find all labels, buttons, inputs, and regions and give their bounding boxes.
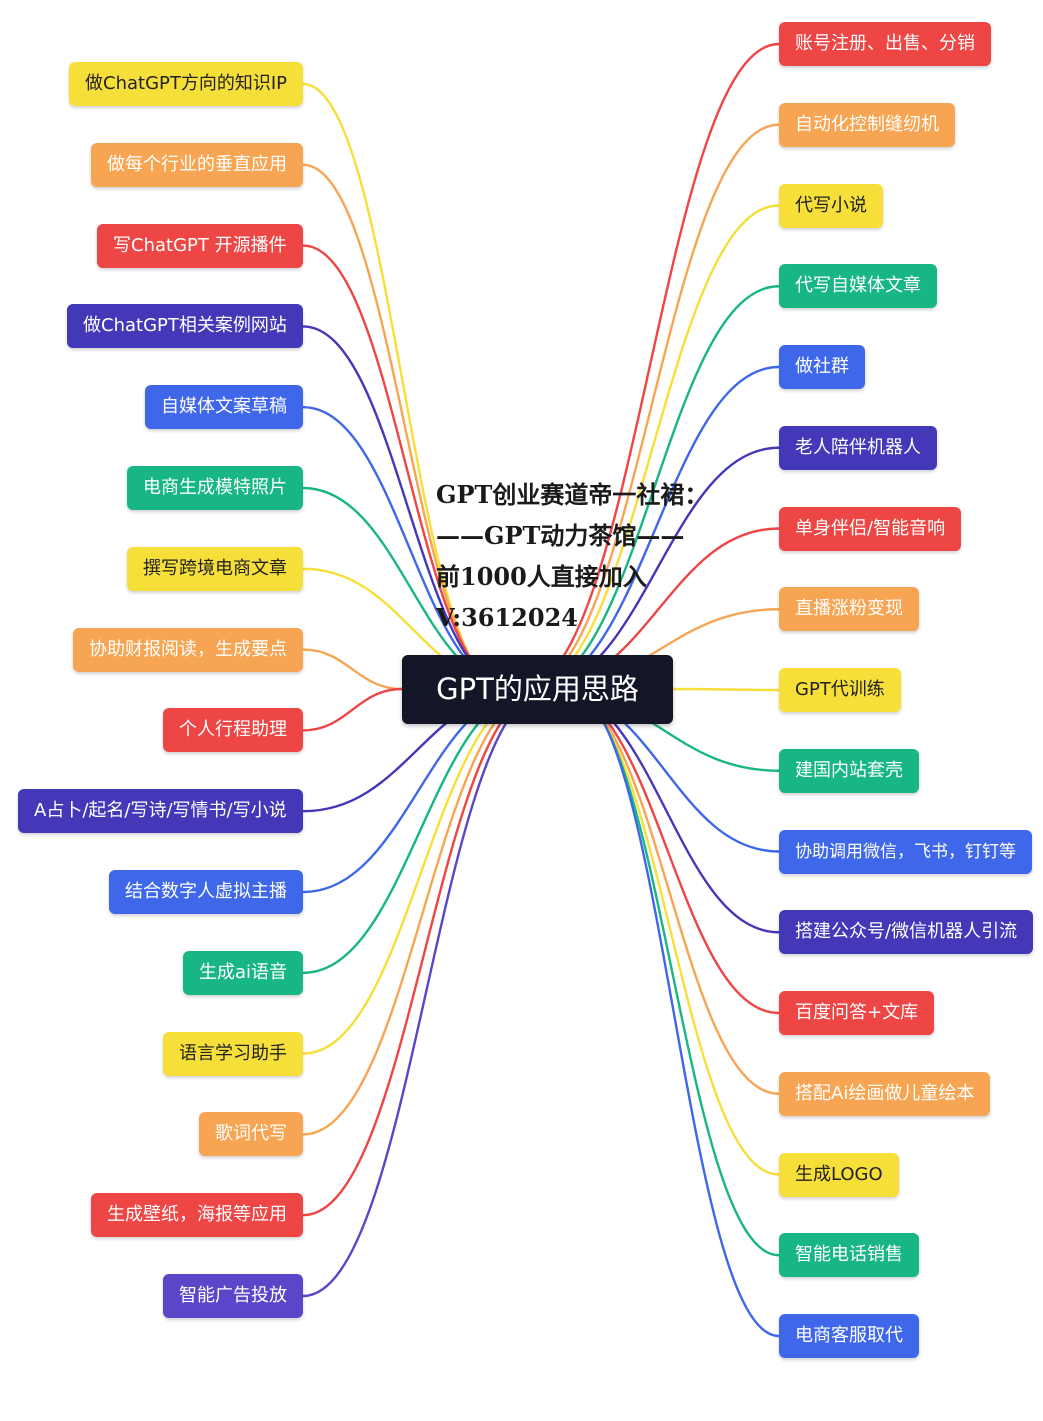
left-branch-line [302, 687, 547, 1217]
left-branch-node[interactable]: 电商生成模特照片 [127, 466, 303, 510]
right-branch-line [520, 42, 780, 691]
overlay-line-1: GPT创业赛道帝一社裙： [436, 480, 709, 509]
left-branch-line [302, 687, 544, 1136]
right-branch-line [562, 687, 780, 1176]
right-branch-line [672, 687, 780, 692]
left-branch-line [302, 687, 403, 732]
overlay-line-2: ——GPT动力茶馆—— [436, 521, 685, 550]
left-branch-node[interactable]: 个人行程助理 [163, 708, 303, 753]
left-branch-node[interactable]: 生成ai语音 [183, 950, 304, 995]
overlay-line-3: 前1000人直接加入 [436, 562, 647, 591]
right-branch-line [565, 687, 780, 1257]
left-branch-node[interactable]: 做ChatGPT相关案例网站 [67, 304, 303, 349]
left-branch-node[interactable]: 做ChatGPT方向的知识IP [69, 62, 304, 106]
right-branch-node[interactable]: 电商客服取代 [779, 1314, 919, 1358]
right-branch-node[interactable]: 建国内站套壳 [779, 748, 919, 793]
right-branch-node[interactable]: 直播涨粉变现 [779, 587, 919, 632]
right-branch-node[interactable]: GPT代训练 [779, 668, 901, 712]
left-branch-node[interactable]: 写ChatGPT 开源播件 [97, 223, 303, 268]
right-branch-line [556, 687, 780, 1015]
watermark-overlay-text: GPT创业赛道帝一社裙： ——GPT动力茶馆—— 前1000人直接加入 V:36… [436, 474, 708, 638]
right-branch-node[interactable]: 老人陪伴机器人 [779, 425, 937, 470]
left-branch-node[interactable]: 生成壁纸，海报等应用 [91, 1193, 303, 1238]
right-branch-node[interactable]: 账号注册、出售、分销 [779, 22, 991, 66]
right-branch-node[interactable]: 生成LOGO [779, 1152, 899, 1197]
right-branch-node[interactable]: 协助调用微信，飞书，钉钉等 [779, 829, 1032, 874]
left-branch-node[interactable]: 歌词代写 [199, 1112, 303, 1157]
left-branch-node[interactable]: 智能广告投放 [163, 1274, 303, 1318]
left-branch-node[interactable]: 语言学习助手 [163, 1031, 303, 1076]
right-branch-line [553, 687, 780, 934]
right-branch-node[interactable]: 代写自媒体文章 [779, 264, 937, 309]
right-branch-node[interactable]: 搭配Ai绘画做儿童绘本 [779, 1071, 991, 1116]
right-branch-node[interactable]: 搭建公众号/微信机器人引流 [779, 910, 1034, 955]
overlay-line-4: V:3612024 [436, 603, 578, 632]
right-branch-line [568, 687, 780, 1338]
left-branch-line [302, 687, 541, 1055]
left-branch-node[interactable]: 协助财报阅读，生成要点 [73, 627, 303, 672]
right-branch-node[interactable]: 做社群 [779, 345, 865, 389]
central-topic[interactable]: GPT的应用思路 [402, 655, 673, 724]
left-branch-node[interactable]: A占卜/起名/写诗/写情书/写小说 [18, 789, 303, 834]
left-branch-node[interactable]: 做每个行业的垂直应用 [91, 142, 303, 187]
left-branch-node[interactable]: 自媒体文案草稿 [145, 385, 303, 430]
left-branch-line [302, 648, 403, 691]
right-branch-node[interactable]: 百度问答+文库 [779, 991, 935, 1035]
right-branch-node[interactable]: 代写小说 [779, 183, 883, 228]
right-branch-node[interactable]: 单身伴侣/智能音响 [779, 506, 962, 551]
right-branch-line [559, 687, 780, 1095]
left-branch-node[interactable]: 撰写跨境电商文章 [127, 546, 303, 591]
right-branch-node[interactable]: 智能电话销售 [779, 1233, 919, 1278]
right-branch-node[interactable]: 自动化控制缝纫机 [779, 102, 955, 147]
left-branch-node[interactable]: 结合数字人虚拟主播 [109, 870, 303, 914]
